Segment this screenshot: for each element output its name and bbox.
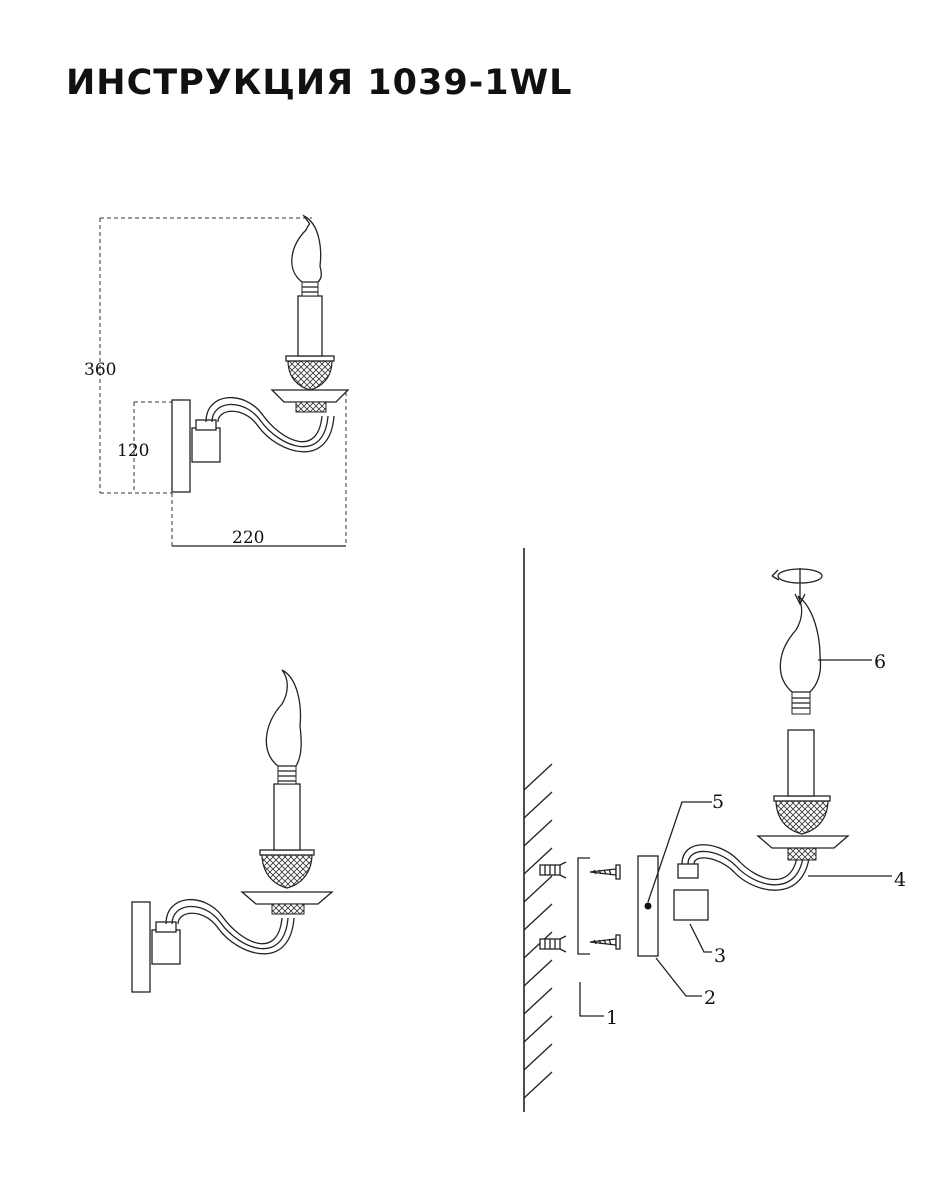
dimension-height-backplate: 120 <box>117 441 149 461</box>
document-title: ИНСТРУКЦИЯ 1039-1WL <box>66 63 573 103</box>
bulb <box>779 595 822 715</box>
callout-3: 3 <box>714 945 726 967</box>
canopy <box>673 889 709 921</box>
callout-4: 4 <box>894 869 906 891</box>
backplate-dimensioned <box>171 399 191 493</box>
callout-5: 5 <box>712 791 724 813</box>
rotate-arrow-icon <box>771 568 823 606</box>
callout-2: 2 <box>704 987 716 1009</box>
mounting-screw-hole <box>644 902 652 910</box>
wall-hatching <box>523 763 553 1099</box>
installation-figure <box>523 548 892 1112</box>
callout-1: 1 <box>606 1007 618 1029</box>
callout-6: 6 <box>874 651 886 673</box>
dimension-figure: 360 120 220 <box>84 214 350 548</box>
assembled-lamp-figure <box>131 669 333 993</box>
dimension-depth: 220 <box>232 528 264 548</box>
dimension-height-total: 360 <box>84 360 116 380</box>
